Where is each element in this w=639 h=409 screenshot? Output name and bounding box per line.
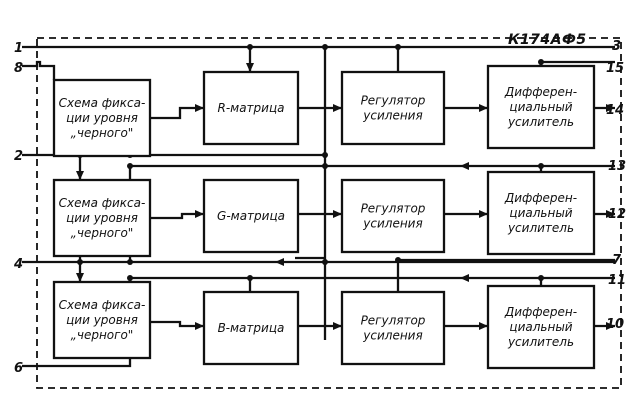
chip-outline — [36, 37, 622, 389]
clamp-1-label: ции уровня — [66, 111, 138, 125]
pin-14-label: 14 — [606, 103, 624, 118]
matrix-b-label: B-матрица — [218, 321, 285, 335]
signal-arrow — [333, 322, 342, 330]
diff-2-label: Дифферен- — [504, 191, 577, 205]
junction-dot — [538, 275, 544, 281]
gain-1-label: усиления — [362, 109, 422, 123]
junction-dot — [395, 257, 401, 263]
diff-3-label: Дифферен- — [504, 305, 577, 319]
signal-arrow — [76, 171, 84, 180]
clamp-3-label: Схема фикса- — [59, 298, 146, 312]
pin-1-label: 1 — [14, 41, 23, 56]
pin-10-label: 10 — [606, 317, 624, 332]
gain-1-block — [340, 70, 446, 146]
diff-3-label: циальный — [509, 320, 572, 334]
clamp-2-label: „черного" — [71, 226, 134, 240]
clamp-3-block — [52, 280, 152, 360]
signal-arrow — [606, 322, 615, 330]
junction-dot — [322, 163, 328, 169]
signal-arrow — [246, 63, 254, 72]
connection-wire — [22, 60, 56, 80]
pin-12-label: 12 — [608, 207, 626, 222]
signal-arrow — [333, 210, 342, 218]
signal-arrow — [195, 210, 204, 218]
signal-arrow — [606, 210, 615, 218]
gain-1-label: Регулятор — [361, 94, 426, 108]
pin-3-label: 3 — [612, 39, 621, 54]
clamp-3-label: ции уровня — [66, 313, 138, 327]
pin-6-label: 6 — [14, 361, 23, 376]
signal-arrow — [460, 162, 469, 170]
clamp-2-label: Схема фикса- — [59, 196, 146, 210]
clamp-2-label: ции уровня — [66, 211, 138, 225]
diff-2-label: циальный — [509, 206, 572, 220]
pin-7-label: 7 — [612, 253, 622, 268]
junction-dot — [538, 163, 544, 169]
signal-arrow — [195, 322, 204, 330]
clamp-2-block — [52, 178, 152, 258]
clamp-1-label: Схема фикса- — [59, 96, 146, 110]
clamp-1-label: „черного" — [71, 126, 134, 140]
connection-wire — [150, 106, 204, 120]
gain-3-label: Регулятор — [361, 314, 426, 328]
matrix-g-label: G-матрица — [217, 209, 285, 223]
junction-dot — [538, 59, 544, 65]
junction-dot — [322, 44, 328, 50]
matrix-b-block — [202, 290, 300, 366]
junction-dot — [395, 44, 401, 50]
junction-dot — [127, 163, 133, 169]
diff-1-block — [486, 64, 596, 150]
matrix-r-label: R-матрица — [217, 101, 284, 115]
junction-dot — [127, 275, 133, 281]
connection-wire — [150, 212, 204, 220]
clamp-1-block — [52, 78, 152, 158]
pin-8-label: 8 — [14, 61, 23, 76]
matrix-r-block — [202, 70, 300, 146]
pin-4-label: 4 — [13, 257, 23, 272]
pin-2-label: 2 — [14, 149, 23, 164]
pin-13-label: 13 — [608, 159, 626, 174]
diff-3-block — [486, 284, 596, 370]
pin-15-label: 15 — [606, 61, 624, 76]
diff-1-label: усилитель — [507, 115, 574, 129]
signal-arrow — [275, 258, 284, 266]
signal-arrow — [195, 104, 204, 112]
connection-wire — [22, 358, 132, 368]
gain-2-block — [340, 178, 446, 254]
diff-1-label: циальный — [509, 100, 572, 114]
diff-3-label: усилитель — [507, 335, 574, 349]
signal-arrow — [479, 104, 488, 112]
diff-1-label: Дифферен- — [504, 85, 577, 99]
junction-dot — [127, 259, 133, 265]
junction-dot — [247, 44, 253, 50]
pin-11-label: 11 — [608, 273, 626, 288]
clamp-3-label: „черного" — [71, 328, 134, 342]
diff-2-label: усилитель — [507, 221, 574, 235]
junction-dot — [77, 259, 83, 265]
chip-part-number: К174АФ5 — [508, 32, 587, 48]
connection-wire — [150, 320, 204, 328]
signal-arrow — [76, 273, 84, 282]
gain-3-label: усиления — [362, 329, 422, 343]
signal-arrow — [606, 104, 615, 112]
gain-2-label: усиления — [362, 217, 422, 231]
signal-arrow — [479, 322, 488, 330]
matrix-g-block — [202, 178, 300, 254]
gain-3-block — [340, 290, 446, 366]
signal-arrow — [460, 274, 469, 282]
junction-dot — [322, 152, 328, 158]
junction-dot — [322, 259, 328, 265]
diff-2-block — [486, 170, 596, 256]
signal-arrow — [333, 104, 342, 112]
gain-2-label: Регулятор — [361, 202, 426, 216]
signal-arrow — [479, 210, 488, 218]
junction-dot — [247, 275, 253, 281]
